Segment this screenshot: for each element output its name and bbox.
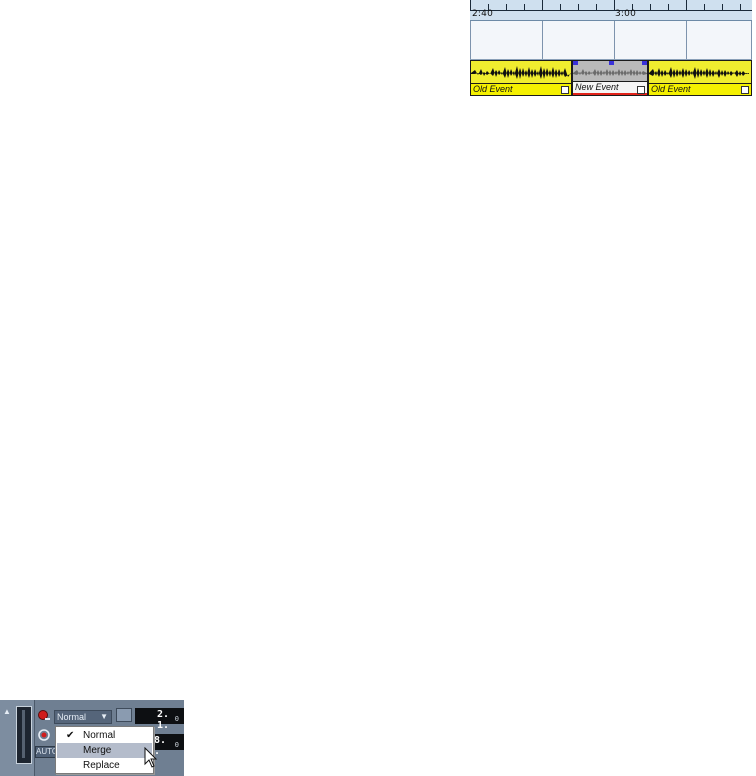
locator-beat: 1. xyxy=(157,720,170,731)
arrange-timeline: 2:40 3:00 Old Event New Event xyxy=(470,0,752,98)
ruler-tick xyxy=(488,4,489,10)
waveform xyxy=(649,67,749,79)
menu-item-merge[interactable]: Merge xyxy=(57,743,152,758)
mouse-pointer-icon xyxy=(144,747,158,768)
event-corner-handle[interactable] xyxy=(741,86,749,94)
selection-handle-left[interactable] xyxy=(573,61,578,65)
ruler-tick xyxy=(614,0,615,10)
selection-handle-right[interactable] xyxy=(642,61,647,65)
check-icon: ✔ xyxy=(66,730,75,741)
grid-line xyxy=(751,21,752,59)
ruler-label-3-00: 3:00 xyxy=(615,9,637,19)
locator-tick: 0 xyxy=(174,715,179,723)
event-corner-handle[interactable] xyxy=(561,86,569,94)
ruler-label-2-40: 2:40 xyxy=(472,9,494,19)
locator-beat: 1. xyxy=(148,746,161,757)
empty-track-lane[interactable] xyxy=(470,21,752,60)
audio-event-old-left[interactable]: Old Event xyxy=(470,60,572,96)
record-mode-select[interactable]: Normal ▼ xyxy=(54,710,112,724)
chevron-down-icon: ▼ xyxy=(100,712,108,721)
event-label: New Event xyxy=(573,81,647,95)
cycle-record-icon[interactable] xyxy=(37,728,51,742)
ruler-tick xyxy=(668,4,669,10)
waveform xyxy=(573,69,647,76)
locator-tick: 0 xyxy=(174,741,179,749)
audio-event-new[interactable]: New Event xyxy=(572,60,648,96)
record-mode-menu: ✔ Normal Merge Replace xyxy=(55,726,154,774)
grid-line xyxy=(470,21,471,59)
menu-item-replace[interactable]: Replace xyxy=(57,758,152,773)
audio-event-old-right[interactable]: Old Event xyxy=(648,60,752,96)
ruler-tick xyxy=(596,4,597,10)
ruler-tick xyxy=(470,0,471,10)
record-mode-icon[interactable] xyxy=(37,709,50,722)
locator-bar: 18. xyxy=(148,735,167,746)
collapse-arrow-icon[interactable]: ▲ xyxy=(3,707,11,716)
ruler-tick xyxy=(578,4,579,10)
grid-line xyxy=(686,21,687,59)
level-fader[interactable] xyxy=(16,706,32,764)
event-corner-handle[interactable] xyxy=(637,86,645,94)
ruler-tick xyxy=(506,4,507,10)
time-ruler[interactable]: 2:40 3:00 xyxy=(470,0,752,21)
selection-handle-mid[interactable] xyxy=(609,61,614,65)
event-label: Old Event xyxy=(471,83,571,95)
ruler-tick xyxy=(542,0,543,10)
audio-track-lane[interactable]: Old Event New Event Old Event xyxy=(470,60,752,98)
menu-item-label: Replace xyxy=(83,760,120,771)
grid-line xyxy=(614,21,615,59)
menu-item-label: Normal xyxy=(83,730,116,741)
ruler-tick xyxy=(632,4,633,10)
display-mode-icon[interactable] xyxy=(116,708,132,722)
ruler-tick xyxy=(650,4,651,10)
ruler-tick xyxy=(524,4,525,10)
menu-item-normal[interactable]: ✔ Normal xyxy=(57,728,152,743)
event-label: Old Event xyxy=(649,83,751,95)
fader-strip: ▲ xyxy=(0,700,35,776)
ruler-tick xyxy=(722,4,723,10)
ruler-baseline xyxy=(470,10,752,11)
ruler-tick xyxy=(740,4,741,10)
ruler-tick xyxy=(686,0,687,10)
left-locator-display[interactable]: 2. 1. 0 xyxy=(135,708,184,731)
auto-quantize-button[interactable]: AUTO xyxy=(35,746,57,758)
ruler-tick xyxy=(704,4,705,10)
locator-bar: 2. xyxy=(157,709,170,720)
grid-line xyxy=(542,21,543,59)
record-mode-value: Normal xyxy=(57,712,87,722)
waveform xyxy=(471,66,571,79)
ruler-tick xyxy=(560,4,561,10)
menu-item-label: Merge xyxy=(83,745,112,756)
